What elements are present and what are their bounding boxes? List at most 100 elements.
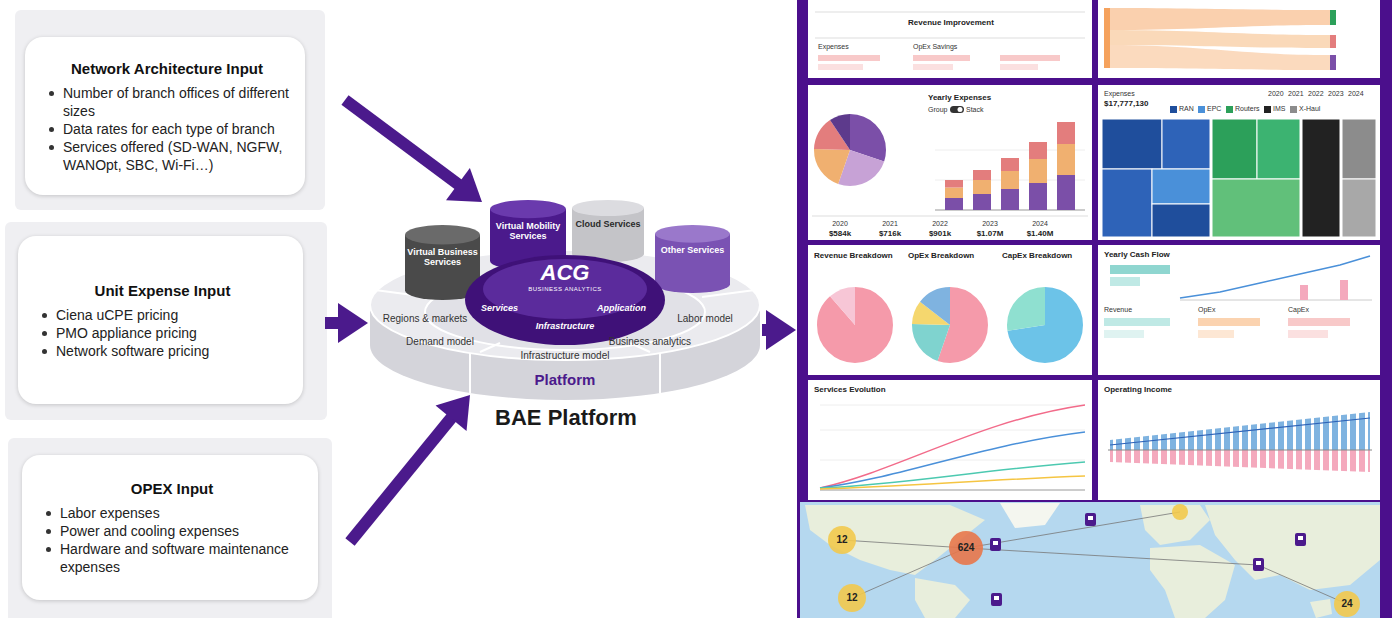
treemap-chart-part	[1152, 204, 1210, 237]
analytics-hub: ACGBUSINESS ANALYTICSServicesInfrastruct…	[465, 255, 665, 345]
services-evolution-chart-part	[820, 460, 1085, 461]
dashboard-panel	[797, 0, 1392, 618]
chart-text: 2023	[1328, 89, 1344, 98]
treemap-chart-part	[1152, 169, 1210, 204]
input-box: OPEX InputLabor expensesPower and coolin…	[22, 455, 318, 600]
sankey-chart-part	[1104, 8, 1110, 68]
operating-income-chart-part	[1110, 412, 1370, 450]
yearly-expense-chart-part	[1029, 142, 1047, 159]
breakdown-pies	[836, 306, 1064, 344]
chart-text: Stack	[966, 105, 984, 114]
world-map-part	[1205, 505, 1380, 590]
chart-text: $1.40M	[1018, 229, 1062, 238]
arrow-head	[446, 168, 482, 202]
chart-text: 2020	[818, 219, 862, 228]
chart-text: Operating Income	[1104, 385, 1172, 394]
world-map-part	[805, 505, 985, 575]
dashboard-thumbnail: Yearly ExpensesGroupStack202020212022202…	[808, 85, 1092, 240]
hub-base	[465, 255, 665, 345]
platform-disc-part	[469, 353, 471, 393]
services-evolution-chart-part	[820, 490, 1085, 491]
service-cylinder: Cloud Services	[572, 200, 644, 262]
flow-arrow	[762, 310, 796, 350]
yearly-expense-chart-part	[832, 132, 868, 168]
dashboard-panel-part	[808, 245, 1092, 375]
bullet-item: Network software pricing	[36, 342, 289, 360]
map-count: 12	[836, 592, 868, 604]
yearly-expense-chart-part	[945, 198, 963, 210]
cylinder-label: Cloud Services	[574, 219, 642, 229]
yearly-expense-chart-part	[973, 180, 991, 194]
logo-text: BUSINESS ANALYTICS	[465, 286, 665, 293]
breakdown-pies-part	[931, 306, 969, 344]
bullet-item: Services offered (SD-WAN, NGFW, WANOpt, …	[43, 138, 291, 174]
yearly-expense-chart-part	[1001, 171, 1019, 189]
world-map-part	[949, 531, 983, 565]
dashboard-panel-part	[808, 380, 1092, 500]
dashboard-thumbnail: Revenue ImprovementExpensesOpEx Savings	[808, 0, 1092, 78]
input-backdrop	[5, 10, 332, 618]
chart-text: Revenue	[1104, 305, 1132, 314]
cylinder-shape	[572, 200, 644, 262]
chart-text: OpEx	[1198, 305, 1216, 314]
cylinder-body	[655, 234, 730, 293]
layer-name: Services	[481, 303, 518, 314]
world-map-part-part	[1258, 565, 1347, 604]
kpi-chart-part	[1000, 55, 1060, 61]
cash-flow-chart-part	[1110, 265, 1170, 274]
world-map-part-part	[842, 540, 966, 548]
cylinder-shape	[655, 225, 730, 293]
operating-income-chart	[1108, 412, 1372, 472]
treemap-chart-part	[1102, 169, 1152, 237]
chart-text: Group	[928, 105, 947, 114]
chart-text: Services Evolution	[814, 385, 886, 394]
world-map-part	[1140, 505, 1210, 545]
chart-text: $901k	[918, 229, 962, 238]
chart-text: $584k	[818, 229, 862, 238]
flow-arrow	[325, 303, 368, 343]
bullet-item: Power and cooling expenses	[40, 522, 304, 540]
chart-text: 2023	[968, 219, 1012, 228]
breakdown-pies-part	[1026, 306, 1064, 344]
yearly-expense-chart-part	[1029, 183, 1047, 210]
services-evolution-chart	[820, 405, 1085, 490]
sankey-chart-part	[1110, 8, 1330, 30]
chart-text: OpEx Savings	[913, 42, 957, 51]
chart-text: $1.07M	[968, 229, 1012, 238]
chart-text: CapEx	[1288, 305, 1309, 314]
arrow-head	[338, 303, 368, 343]
dashboard-thumbnail: Services Evolution	[808, 380, 1092, 500]
service-name: Cloud Services	[574, 219, 642, 229]
arrow-head	[766, 310, 796, 350]
chart-text: OpEx Breakdown	[908, 251, 974, 260]
box-title: OPEX Input	[40, 479, 304, 498]
dashboard-panel-part	[1098, 245, 1380, 375]
chart-text: 2024	[1018, 219, 1062, 228]
kpi-chart-part	[913, 55, 970, 61]
service-cylinder: Other Services	[655, 225, 730, 293]
flow-arrow	[345, 100, 482, 202]
chart-text: Yearly Expenses	[928, 93, 991, 102]
dashboard-panel-part	[808, 0, 1092, 78]
chart-text: Expenses	[1104, 89, 1135, 98]
kpi-chart-part	[815, 12, 1085, 13]
yearly-expense-chart-part	[945, 180, 963, 188]
input-box: Unit Expense InputCiena uCPE pricingPMO …	[18, 236, 303, 404]
bullet-item: Data rates for each type of branch	[43, 120, 291, 138]
treemap-chart-part	[1257, 119, 1300, 179]
sankey-chart-part	[1330, 35, 1336, 48]
legend-swatch	[1198, 106, 1205, 113]
world-map-part	[842, 512, 1347, 604]
yearly-expense-chart-part	[973, 194, 991, 210]
treemap-chart-part	[1162, 119, 1210, 169]
treemap-chart-part	[1342, 119, 1376, 179]
world-map-part	[1150, 545, 1235, 618]
legend-text: Routers	[1235, 105, 1260, 113]
bullet-item: Number of branch offices of different si…	[43, 84, 291, 120]
operating-income-chart-part	[1110, 418, 1370, 445]
operating-income-chart-part	[1108, 450, 1372, 451]
world-map-part	[993, 516, 1303, 600]
world-map-part-part	[1253, 558, 1264, 571]
world-map	[800, 502, 1380, 618]
cash-flow-chart-part	[1340, 280, 1348, 300]
